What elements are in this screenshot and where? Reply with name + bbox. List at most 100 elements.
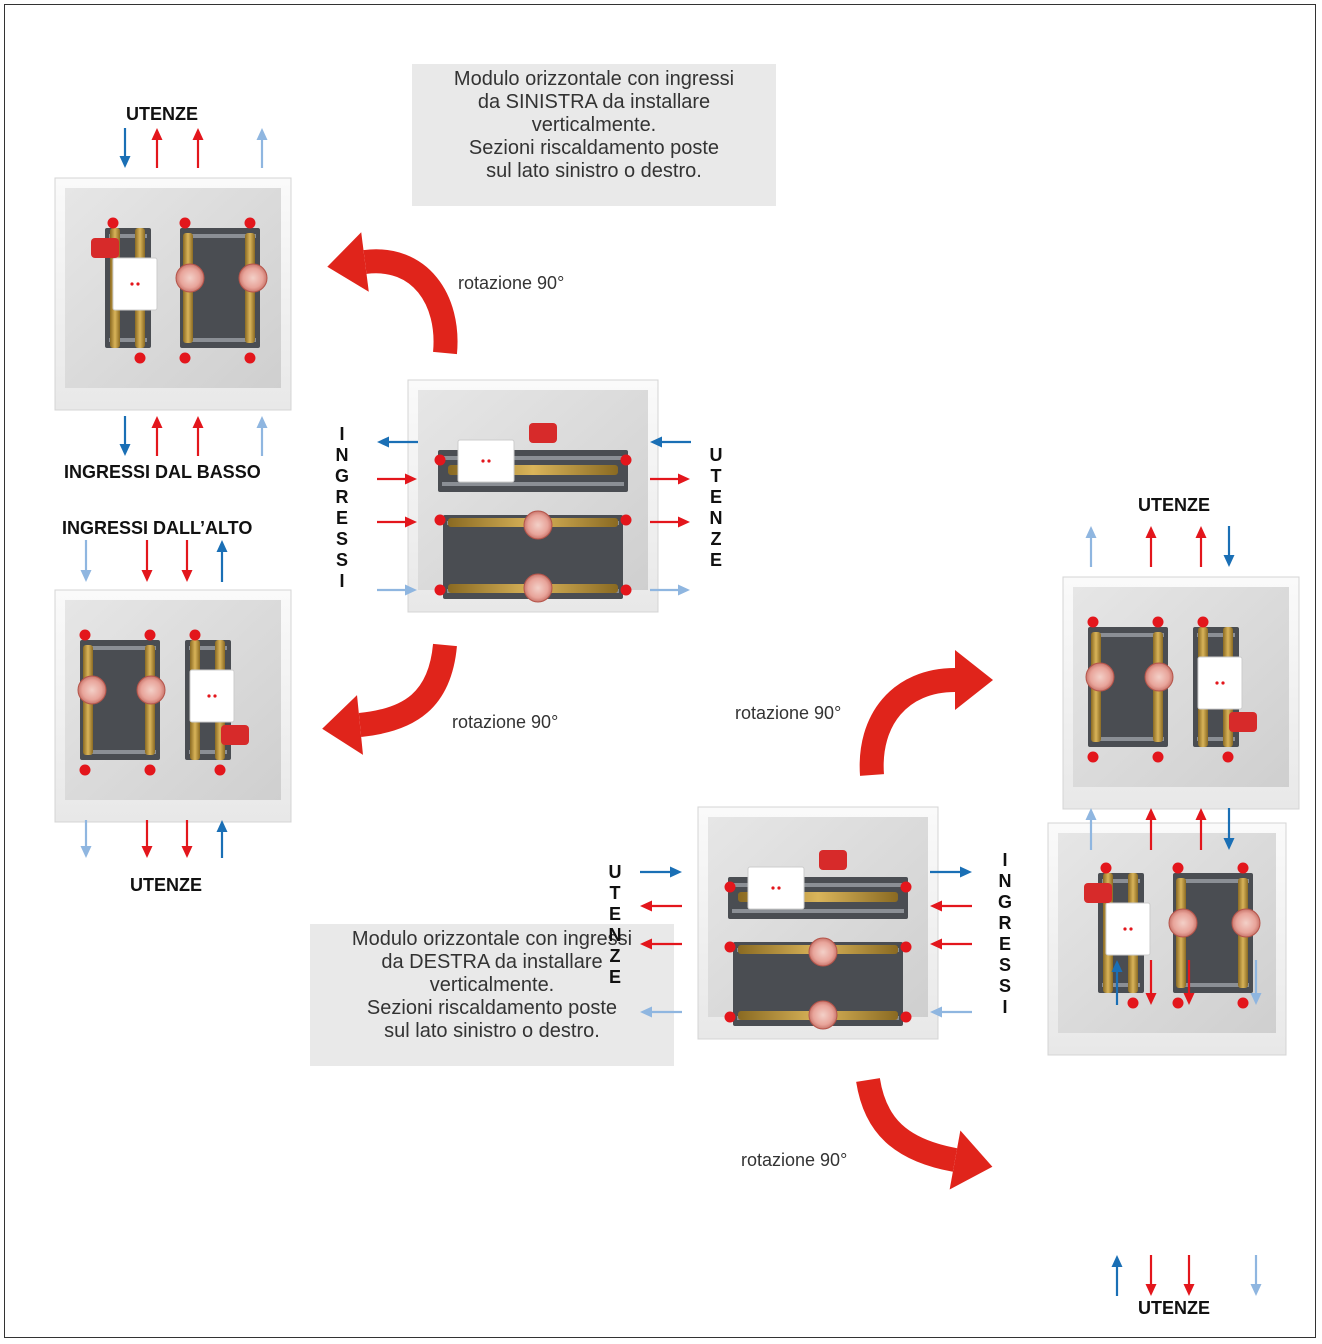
top-right-lower-arrow-3	[1223, 808, 1235, 850]
top-left-lower-arrow-0	[119, 416, 131, 456]
label-rotazione-3: rotazione 90°	[735, 703, 842, 723]
red-valve	[244, 217, 256, 229]
red-valve	[900, 1011, 912, 1023]
red-valve	[434, 454, 446, 466]
top-left-upper-arrow-1	[151, 128, 163, 168]
top-right-lower-arrow-0	[1085, 808, 1097, 850]
red-cylinder	[221, 725, 249, 745]
bottom-left-upper-arrow-2	[181, 540, 193, 582]
red-valve	[179, 352, 191, 364]
red-valve	[724, 881, 736, 893]
pump	[1168, 908, 1198, 938]
bottom-left-upper-arrow-0	[80, 540, 92, 582]
label-utenze-bottom-right: UTENZE	[1138, 1298, 1210, 1318]
red-valve	[620, 584, 632, 596]
label-ingressi-dall-alto-left: INGRESSI DALL’ALTO	[62, 518, 253, 538]
top-left-lower-arrow-1	[151, 416, 163, 456]
control-unit	[112, 257, 158, 311]
red-valve	[900, 941, 912, 953]
pump	[238, 263, 268, 293]
module-bottom-right	[1047, 822, 1287, 1056]
module-bottom-left	[54, 589, 292, 823]
rotation-arrow-4	[856, 1077, 993, 1190]
red-valve	[189, 629, 201, 641]
red-valve	[900, 881, 912, 893]
label-ingressi-dal-basso-left: INGRESSI DAL BASSO	[64, 462, 261, 482]
top-left-upper-arrow-3	[256, 128, 268, 168]
control-unit	[747, 866, 805, 910]
pump	[523, 573, 553, 603]
red-cylinder	[529, 423, 557, 443]
rotation-arrow-1	[327, 232, 458, 355]
top-right-lower-arrow-2	[1195, 808, 1207, 850]
pump	[175, 263, 205, 293]
pump	[1231, 908, 1261, 938]
module-center	[407, 379, 659, 613]
label-rotazione-4: rotazione 90°	[741, 1150, 848, 1170]
top-right-upper-arrow-1	[1145, 526, 1157, 567]
top-left-lower-arrow-3	[256, 416, 268, 456]
red-cylinder	[1229, 712, 1257, 732]
red-valve	[1152, 751, 1164, 763]
bottom-left-lower-arrow-0	[80, 820, 92, 858]
pump	[77, 675, 107, 705]
red-cylinder	[1084, 883, 1112, 903]
red-valve	[144, 629, 156, 641]
note-bottom: Modulo orizzontale con ingressi da DESTR…	[310, 924, 674, 1066]
center-right-arrow-3	[650, 584, 690, 596]
top-left-lower-arrow-2	[192, 416, 204, 456]
center-left-arrow-1	[377, 473, 417, 485]
control-unit	[189, 669, 235, 723]
red-valve	[1152, 616, 1164, 628]
bottom-right-upper-arrow-2	[1183, 960, 1195, 1005]
manifold-plate	[80, 640, 160, 760]
red-cylinder	[91, 238, 119, 258]
red-valve	[214, 764, 226, 776]
diagram-frame	[4, 4, 1316, 1338]
label-utenze-bottom-left: UTENZE	[130, 875, 202, 895]
manifold-plate	[1088, 627, 1168, 747]
red-valve	[1100, 862, 1112, 874]
red-valve	[244, 352, 256, 364]
red-valve	[179, 217, 191, 229]
center-left-arrow-0	[377, 436, 418, 448]
module-top-left	[54, 177, 292, 411]
pump	[136, 675, 166, 705]
red-valve	[724, 1011, 736, 1023]
manifold-plate	[1173, 873, 1253, 993]
top-right-lower-arrow-1	[1145, 808, 1157, 850]
pump	[808, 937, 838, 967]
bottom-right-lower-arrow-3	[1250, 1255, 1262, 1296]
red-valve	[1237, 862, 1249, 874]
center-right-arrow-1	[650, 473, 690, 485]
control-unit	[1197, 656, 1243, 710]
bottom-right-upper-arrow-3	[1250, 960, 1262, 1005]
red-valve	[434, 584, 446, 596]
cb-right-arrow-1	[930, 900, 972, 912]
red-valve	[434, 514, 446, 526]
center-right-arrow-2	[650, 516, 690, 528]
manifold-plate	[733, 942, 903, 1026]
red-valve	[620, 514, 632, 526]
control-unit	[457, 439, 515, 483]
label-rotazione-1: rotazione 90°	[458, 273, 565, 293]
red-valve	[79, 764, 91, 776]
red-valve	[1172, 862, 1184, 874]
bottom-left-lower-arrow-3	[216, 820, 228, 858]
pump	[523, 510, 553, 540]
cb-left-arrow-2	[640, 938, 682, 950]
manifold-plate	[443, 515, 623, 599]
red-valve	[134, 352, 146, 364]
red-valve	[724, 941, 736, 953]
bottom-right-upper-arrow-0	[1111, 960, 1123, 1005]
cb-right-arrow-2	[930, 938, 972, 950]
label-utenze-top-right: UTENZE	[1138, 495, 1210, 515]
red-valve	[1197, 616, 1209, 628]
bottom-left-upper-arrow-1	[141, 540, 153, 582]
top-left-upper-arrow-0	[119, 128, 131, 168]
red-valve	[107, 217, 119, 229]
